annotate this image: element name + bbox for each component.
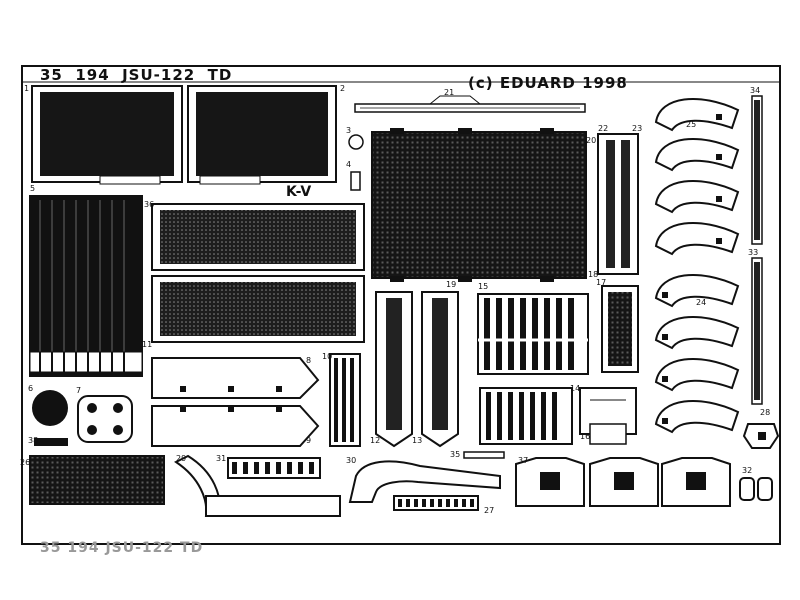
part-number: 29 bbox=[176, 454, 187, 463]
part-number: 23 bbox=[632, 124, 643, 133]
part-number: 15 bbox=[478, 282, 489, 291]
part-number: 8 bbox=[306, 356, 312, 365]
footer-text: 35 194 JSU-122 TD bbox=[40, 540, 204, 556]
part-30-hooked-strip bbox=[348, 460, 501, 503]
part-35-small-strip bbox=[463, 451, 505, 459]
part-16-box bbox=[579, 387, 637, 445]
part-22-slotted-plate bbox=[597, 133, 639, 275]
part-number: 31 bbox=[216, 454, 227, 463]
part-number: 30 bbox=[346, 456, 357, 465]
part-number: 11 bbox=[142, 340, 153, 349]
part-number: 17 bbox=[596, 278, 607, 287]
fret-frame bbox=[21, 65, 781, 545]
subject-name: JSU-122 bbox=[122, 66, 196, 84]
part-number: 37 bbox=[518, 456, 529, 465]
engine-label: K-V bbox=[286, 184, 312, 200]
part-number: 27 bbox=[484, 506, 495, 515]
part-number: 9 bbox=[306, 436, 312, 445]
part-number: 4 bbox=[346, 160, 352, 169]
part-number: 12 bbox=[370, 436, 381, 445]
part-number: 35 bbox=[450, 450, 461, 459]
part-31-comb bbox=[227, 457, 321, 479]
part-number: 7 bbox=[76, 386, 82, 395]
part-6-round-cover bbox=[32, 390, 68, 426]
part-number: 16 bbox=[580, 432, 591, 441]
part-number: 38 bbox=[28, 436, 39, 445]
part-number: 19 bbox=[446, 280, 457, 289]
part-28-bracket bbox=[742, 423, 780, 449]
variant-name: TD bbox=[207, 66, 233, 84]
part-number: 2 bbox=[340, 84, 346, 93]
part-7-plate bbox=[77, 395, 133, 443]
fret-header: 35 194 JSU-122 TD bbox=[40, 66, 232, 84]
part-32-small-pair bbox=[739, 477, 773, 501]
part-15-rack bbox=[477, 293, 589, 375]
part-11-mesh-panels bbox=[151, 203, 365, 343]
part-number: 1 bbox=[24, 84, 30, 93]
part-number: 33 bbox=[748, 248, 759, 257]
kit-number: 194 bbox=[75, 66, 110, 84]
part-17-narrow-screen bbox=[601, 285, 639, 373]
part-8-9-angled-strips bbox=[151, 357, 320, 447]
part-26-lower-mesh bbox=[29, 455, 165, 505]
part-10-bar-set bbox=[329, 353, 361, 447]
part-number: 25 bbox=[686, 120, 697, 129]
part-24-25-rivets bbox=[662, 114, 722, 424]
part-21-long-strip bbox=[354, 95, 586, 113]
part-3-small-fittings bbox=[348, 134, 364, 191]
part-number: 20 bbox=[586, 136, 597, 145]
part-14-lower-rack bbox=[479, 387, 573, 445]
part-number: 3 bbox=[346, 126, 352, 135]
part-number: 21 bbox=[444, 88, 455, 97]
part-number: 6 bbox=[28, 384, 34, 393]
part-number: 5 bbox=[30, 184, 36, 193]
part-38-small-bits bbox=[34, 438, 68, 446]
part-5-grille bbox=[29, 195, 143, 377]
part-number: 34 bbox=[750, 86, 761, 95]
part-number: 14 bbox=[570, 384, 581, 393]
part-1-hatch-plates bbox=[31, 85, 337, 185]
part-number: 26 bbox=[20, 458, 31, 467]
part-number: 28 bbox=[760, 408, 771, 417]
part-27-bottom-strip bbox=[393, 495, 479, 511]
part-number: 24 bbox=[696, 298, 707, 307]
part-number: 13 bbox=[412, 436, 423, 445]
part-29-curved-bar bbox=[174, 454, 341, 517]
part-number: 32 bbox=[742, 466, 753, 475]
part-number: 10 bbox=[322, 352, 333, 361]
part-37-bracket-details bbox=[540, 472, 706, 490]
part-33-34-long-bars bbox=[751, 95, 763, 405]
part-number: 36 bbox=[144, 200, 155, 209]
copyright-text: (c) EDUARD 1998 bbox=[468, 74, 628, 92]
part-number: 18 bbox=[588, 270, 599, 279]
part-20-engine-deck-screen bbox=[371, 128, 587, 282]
set-number: 35 bbox=[40, 66, 63, 84]
part-24-25-curved-guards bbox=[654, 98, 740, 434]
part-12-13-fender-strips bbox=[375, 291, 459, 448]
part-number: 22 bbox=[598, 124, 609, 133]
